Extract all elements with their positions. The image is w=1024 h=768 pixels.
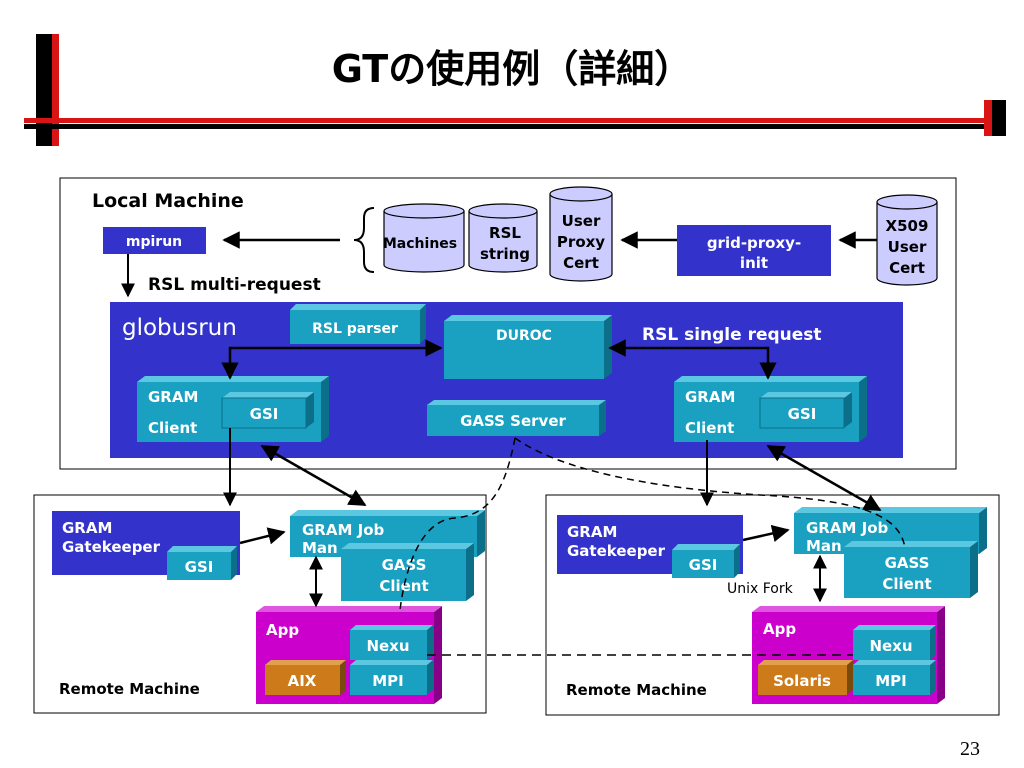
gass-client-right: GASS Client <box>844 541 978 598</box>
remote-machine-left-label: Remote Machine <box>59 680 200 698</box>
svg-text:GASS Server: GASS Server <box>460 412 566 430</box>
svg-text:User: User <box>888 238 927 256</box>
gram-right-to-jobmanager <box>766 444 882 512</box>
svg-text:GRAM: GRAM <box>62 519 112 537</box>
grid-proxy-init-box: grid-proxy- init <box>677 225 831 276</box>
svg-text:grid-proxy-: grid-proxy- <box>707 234 801 252</box>
rsl-multi-request-label: RSL multi-request <box>148 275 321 295</box>
duroc-to-gram-left <box>221 339 443 380</box>
svg-text:Cert: Cert <box>889 259 925 277</box>
svg-text:User: User <box>562 212 601 230</box>
gass-server-to-client-right <box>514 437 906 549</box>
svg-text:Client: Client <box>685 419 734 437</box>
unix-fork-label: Unix Fork <box>727 581 794 597</box>
gatekeeper-to-jobmanager-left <box>239 527 286 545</box>
gsi-right-local: GSI <box>759 392 852 429</box>
svg-text:GRAM: GRAM <box>685 388 735 406</box>
svg-text:Nexu: Nexu <box>366 637 409 655</box>
user-proxy-cert-cylinder: User Proxy Cert <box>549 186 613 282</box>
gsi-remote-left: GSI <box>167 546 237 580</box>
gsi-left-local: GSI <box>221 392 314 429</box>
svg-text:Client: Client <box>882 575 931 593</box>
rsl-single-request-label: RSL single request <box>642 325 822 345</box>
svg-text:Nexu: Nexu <box>869 637 912 655</box>
globusrun-label: globusrun <box>122 315 237 341</box>
svg-text:Gatekeeper: Gatekeeper <box>567 542 666 560</box>
gatekeeper-left: GRAM Gatekeeper <box>52 511 240 575</box>
svg-text:GSI: GSI <box>788 405 817 423</box>
gass-client-left: GASS Client <box>341 543 474 601</box>
svg-text:GSI: GSI <box>185 558 214 576</box>
svg-text:RSL parser: RSL parser <box>312 321 398 337</box>
mpi-right: MPI <box>853 660 936 695</box>
svg-text:GASS: GASS <box>382 556 427 574</box>
gass-server-box: GASS Server <box>427 400 606 436</box>
svg-text:GRAM: GRAM <box>567 523 617 541</box>
svg-text:mpirun: mpirun <box>126 234 182 250</box>
svg-text:Machines: Machines <box>383 236 457 252</box>
x509-user-cert-cylinder: X509 User Cert <box>876 194 938 286</box>
svg-text:MPI: MPI <box>875 672 907 690</box>
nexus-right: Nexu <box>853 625 936 660</box>
header-decoration <box>24 34 1006 146</box>
svg-text:GRAM: GRAM <box>148 388 198 406</box>
brace <box>353 207 375 273</box>
svg-text:RSL: RSL <box>489 224 521 242</box>
svg-text:Man: Man <box>302 539 338 557</box>
svg-text:GRAM Job: GRAM Job <box>806 519 889 537</box>
svg-text:MPI: MPI <box>372 672 404 690</box>
gsi-remote-right: GSI <box>672 544 740 578</box>
svg-text:Solaris: Solaris <box>773 672 831 690</box>
svg-text:GASS: GASS <box>885 554 930 572</box>
svg-text:App: App <box>266 621 299 639</box>
svg-text:App: App <box>763 620 796 638</box>
svg-text:init: init <box>740 254 768 272</box>
svg-text:Proxy: Proxy <box>557 233 605 251</box>
svg-text:Client: Client <box>379 577 428 595</box>
svg-text:Gatekeeper: Gatekeeper <box>62 538 161 556</box>
nexus-left: Nexu <box>350 625 433 660</box>
svg-text:GSI: GSI <box>689 556 718 574</box>
duroc-box: DUROC <box>444 315 612 379</box>
mpirun-box: mpirun <box>103 227 206 254</box>
svg-text:DUROC: DUROC <box>496 328 552 344</box>
remote-machine-right-label: Remote Machine <box>566 681 707 699</box>
svg-text:X509: X509 <box>886 217 929 235</box>
svg-text:GRAM Job: GRAM Job <box>302 521 385 539</box>
mpi-left: MPI <box>350 660 433 695</box>
local-machine-label: Local Machine <box>92 190 244 212</box>
svg-text:Man: Man <box>806 537 842 555</box>
svg-text:Cert: Cert <box>563 254 599 272</box>
gram-left-to-jobmanager <box>260 444 367 507</box>
gass-server-to-client-left <box>399 437 516 611</box>
page-number: 23 <box>960 738 980 760</box>
os-solaris: Solaris <box>758 660 853 695</box>
rsl-parser-box: RSL parser <box>290 304 426 344</box>
svg-text:GSI: GSI <box>250 405 279 423</box>
svg-text:AIX: AIX <box>288 672 317 690</box>
svg-text:string: string <box>480 245 530 263</box>
machines-cylinder: Machines <box>383 203 465 273</box>
gatekeeper-to-jobmanager-right <box>742 524 790 542</box>
slide-title: GTの使用例（詳細） <box>331 47 693 91</box>
rsl-string-cylinder: RSL string <box>468 203 538 273</box>
svg-text:Client: Client <box>148 419 197 437</box>
os-aix: AIX <box>265 660 346 695</box>
duroc-to-gram-right <box>608 339 777 380</box>
